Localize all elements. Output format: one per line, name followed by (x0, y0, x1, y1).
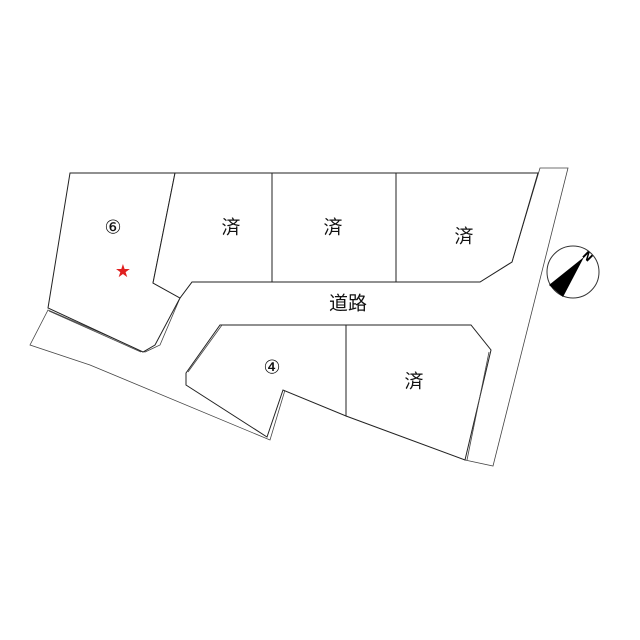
road-area-outline (29, 167, 569, 467)
lot-6-edge (48, 310, 142, 353)
star-marker-icon: ★ (115, 261, 131, 282)
lot-top-4-label: 済 (454, 226, 473, 248)
lot-bottom-right-edge (466, 351, 490, 461)
lot-bottom-right[interactable] (345, 324, 492, 461)
lot-top-4[interactable] (395, 172, 539, 283)
lot-4-label: ④ (263, 357, 280, 379)
lot-top-2[interactable] (152, 172, 273, 299)
lot-top-2-label: 済 (221, 217, 240, 239)
road-label: 道路 (329, 293, 367, 315)
lot-4-edge (187, 324, 223, 373)
compass-icon: N (546, 245, 600, 299)
lot-6-label: ⑥ (104, 217, 121, 239)
lot-bottom-right-label: 済 (404, 371, 423, 393)
lot-top-3-label: 済 (323, 217, 342, 239)
